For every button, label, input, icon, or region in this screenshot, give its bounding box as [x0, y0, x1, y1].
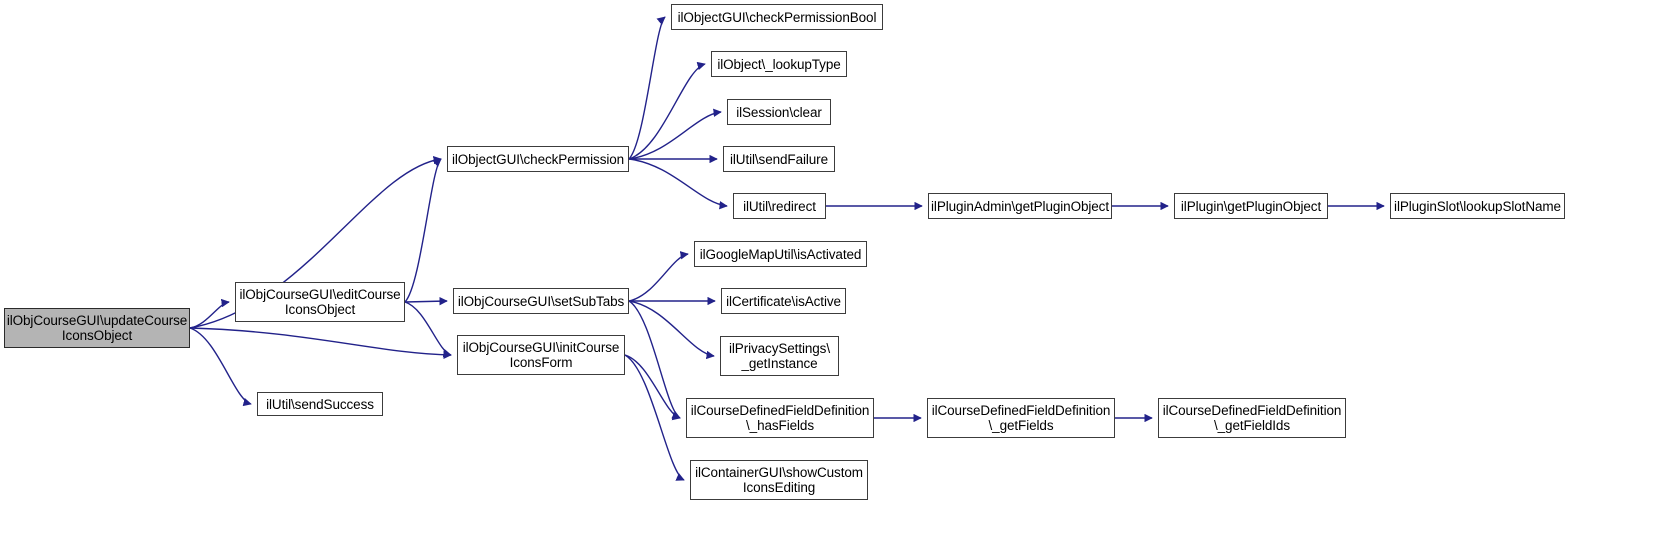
graph-node-getFieldIds[interactable]: ilCourseDefinedFieldDefinition \_getFiel…: [1158, 398, 1346, 438]
graph-node-showCustomIconsEditing[interactable]: ilContainerGUI\showCustom IconsEditing: [690, 460, 868, 500]
graph-node-sendSuccess[interactable]: ilUtil\sendSuccess: [257, 392, 383, 416]
graph-node-isActivated[interactable]: ilGoogleMapUtil\isActivated: [694, 241, 867, 267]
graph-node-getPluginObjectAdmin[interactable]: ilPluginAdmin\getPluginObject: [928, 193, 1112, 219]
graph-node-initCourseIconsForm[interactable]: ilObjCourseGUI\initCourse IconsForm: [457, 335, 625, 375]
graph-node-checkPermissionBool[interactable]: ilObjectGUI\checkPermissionBool: [671, 4, 883, 30]
graph-node-isActive[interactable]: ilCertificate\isActive: [721, 288, 846, 314]
graph-node-label: ilPluginSlot\lookupSlotName: [1394, 198, 1561, 214]
graph-edge-updateCourseIconsObject-to-editCourseIconsObject: [189, 298, 230, 329]
graph-node-getFields[interactable]: ilCourseDefinedFieldDefinition \_getFiel…: [927, 398, 1115, 438]
graph-node-sessionClear[interactable]: ilSession\clear: [727, 99, 831, 125]
graph-node-label: ilCertificate\isActive: [726, 293, 841, 309]
graph-node-label: ilCourseDefinedFieldDefinition \_hasFiel…: [690, 403, 870, 433]
graph-edge-initCourseIconsForm-to-hasFields: [624, 354, 681, 421]
graph-node-hasFields[interactable]: ilCourseDefinedFieldDefinition \_hasFiel…: [686, 398, 874, 438]
graph-node-label: ilPrivacySettings\ _getInstance: [729, 341, 830, 371]
graph-node-label: ilContainerGUI\showCustom IconsEditing: [695, 465, 863, 495]
graph-node-label: ilSession\clear: [736, 104, 822, 120]
graph-node-label: ilObjectGUI\checkPermission: [451, 151, 625, 167]
graph-node-redirect[interactable]: ilUtil\redirect: [733, 193, 826, 219]
graph-node-label: ilUtil\redirect: [743, 198, 816, 214]
graph-edge-checkPermission-to-sessionClear: [628, 108, 722, 160]
graph-edge-editCourseIconsObject-to-setSubTabs: [404, 296, 448, 306]
graph-node-privacyGetInstance[interactable]: ilPrivacySettings\ _getInstance: [720, 336, 839, 376]
graph-node-label: ilObjCourseGUI\initCourse IconsForm: [462, 340, 620, 370]
graph-node-label: ilCourseDefinedFieldDefinition \_getFiel…: [1162, 403, 1342, 433]
graph-edge-checkPermission-to-checkPermissionBool: [628, 16, 666, 160]
graph-edge-checkPermission-to-lookupType: [628, 61, 706, 160]
graph-node-label: ilObjCourseGUI\editCourse IconsObject: [239, 287, 401, 317]
graph-node-label: ilObjCourseGUI\updateCourse IconsObject: [6, 313, 188, 343]
graph-node-label: ilUtil\sendFailure: [730, 151, 828, 167]
graph-node-label: ilObject\_lookupType: [717, 56, 841, 72]
graph-node-label: ilObjCourseGUI\setSubTabs: [457, 293, 625, 309]
graph-node-label: ilObjectGUI\checkPermissionBool: [677, 9, 877, 25]
graph-edge-setSubTabs-to-privacyGetInstance: [628, 300, 715, 360]
graph-node-label: ilUtil\sendSuccess: [266, 396, 374, 412]
graph-node-label: ilCourseDefinedFieldDefinition \_getFiel…: [931, 403, 1111, 433]
graph-edge-setSubTabs-to-isActivated: [628, 251, 689, 302]
graph-edge-editCourseIconsObject-to-initCourseIconsForm: [404, 301, 452, 358]
graph-node-lookupType[interactable]: ilObject\_lookupType: [711, 51, 847, 77]
graph-edge-checkPermission-to-redirect: [628, 158, 728, 210]
graph-edge-setSubTabs-to-hasFields: [628, 300, 681, 419]
graph-node-getPluginObject[interactable]: ilPlugin\getPluginObject: [1174, 193, 1328, 219]
graph-node-updateCourseIconsObject[interactable]: ilObjCourseGUI\updateCourse IconsObject: [4, 308, 190, 348]
graph-node-label: ilPluginAdmin\getPluginObject: [931, 198, 1109, 214]
graph-node-checkPermission[interactable]: ilObjectGUI\checkPermission: [447, 146, 629, 172]
graph-node-label: ilGoogleMapUtil\isActivated: [699, 246, 862, 262]
graph-node-label: ilPlugin\getPluginObject: [1180, 198, 1322, 214]
graph-node-setSubTabs[interactable]: ilObjCourseGUI\setSubTabs: [453, 288, 629, 314]
graph-edge-initCourseIconsForm-to-showCustomIconsEditing: [624, 354, 685, 481]
graph-node-sendFailure[interactable]: ilUtil\sendFailure: [723, 146, 835, 172]
graph-node-editCourseIconsObject[interactable]: ilObjCourseGUI\editCourse IconsObject: [235, 282, 405, 322]
graph-edge-updateCourseIconsObject-to-initCourseIconsForm: [189, 327, 452, 360]
graph-node-lookupSlotName[interactable]: ilPluginSlot\lookupSlotName: [1390, 193, 1565, 219]
graph-edge-updateCourseIconsObject-to-sendSuccess: [189, 327, 252, 407]
graph-edge-editCourseIconsObject-to-checkPermission: [404, 158, 442, 303]
